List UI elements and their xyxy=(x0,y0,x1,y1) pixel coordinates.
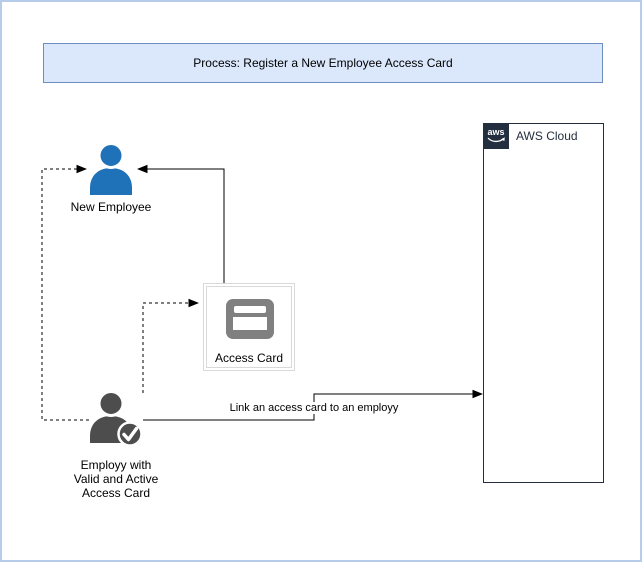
aws-cloud-label: AWS Cloud xyxy=(516,129,578,143)
process-title-text: Process: Register a New Employee Access … xyxy=(193,56,453,70)
employee-valid-label: Employy with Valid and Active Access Car… xyxy=(36,458,196,500)
edge-link-label: Link an access card to an employy xyxy=(227,402,401,414)
employee-valid-label-line1: Employy with xyxy=(80,458,152,472)
arrowhead-icon xyxy=(137,164,148,174)
checkmark-badge-icon xyxy=(117,421,143,447)
edge-access-card-to-new-employee[interactable] xyxy=(137,164,225,283)
new-employee-label: New Employee xyxy=(70,200,152,214)
edge-employee-to-new-employee[interactable] xyxy=(41,164,89,421)
access-card-label: Access Card xyxy=(214,351,284,365)
edge-employee-to-access-card[interactable] xyxy=(142,298,199,393)
access-card-node[interactable]: Access Card xyxy=(203,283,295,371)
person-check-icon[interactable] xyxy=(87,390,145,448)
employee-valid-label-line3: Access Card xyxy=(81,486,151,500)
aws-logo-text: aws xyxy=(487,127,504,137)
aws-cloud-container[interactable]: aws AWS Cloud xyxy=(483,123,604,483)
arrowhead-icon xyxy=(76,164,87,174)
id-card-icon xyxy=(226,299,274,339)
access-card-inner-border xyxy=(206,286,292,368)
employee-valid-label-line2: Valid and Active xyxy=(73,472,159,486)
process-title-box[interactable]: Process: Register a New Employee Access … xyxy=(43,43,603,83)
aws-logo-icon: aws xyxy=(483,123,509,149)
new-employee-person-icon[interactable] xyxy=(87,142,135,195)
arrowhead-icon xyxy=(472,389,483,399)
arrowhead-icon xyxy=(188,298,199,308)
